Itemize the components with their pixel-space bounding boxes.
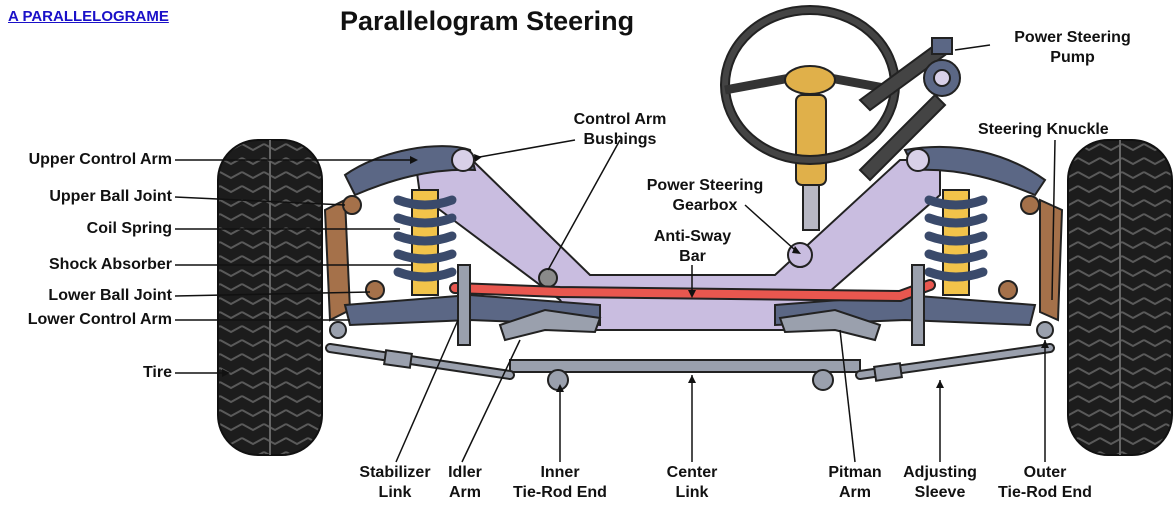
arrowheads <box>222 154 1049 392</box>
label-shock-absorber: Shock Absorber <box>49 256 172 273</box>
right-tie-rod <box>855 343 1055 382</box>
left-upper-ball-joint <box>342 195 362 215</box>
frame-bushing-left <box>538 268 558 288</box>
left-inner-tie-rod-end <box>547 369 569 391</box>
right-lower-ball-joint <box>998 280 1018 300</box>
left-upper-control-arm <box>343 145 477 197</box>
label-inner-tie-rod-end-line2: Tie-Rod End <box>513 484 607 501</box>
label-steering-knuckle: Steering Knuckle <box>978 121 1109 138</box>
label-idler-arm-line2: Arm <box>448 484 481 501</box>
left-outer-tie-rod-end <box>329 321 347 339</box>
left-stabilizer-link <box>457 264 471 346</box>
left-steering-knuckle <box>323 198 352 322</box>
label-center-link: Center Link <box>642 463 742 503</box>
label-pitman-arm-line2: Arm <box>838 484 871 501</box>
label-upper-ball-joint: Upper Ball Joint <box>49 188 172 205</box>
label-pitman-arm-line1: Pitman <box>828 464 882 481</box>
idler-arm <box>498 308 602 342</box>
label-control-arm-bushings-line2: Bushings <box>583 131 657 148</box>
right-outer-tie-rod-end <box>1036 321 1054 339</box>
label-outer-tie-rod-end: Outer Tie-Rod End <box>985 463 1105 503</box>
label-stabilizer-link-line1: Stabilizer <box>359 464 431 481</box>
label-power-steering-gearbox-line2: Gearbox <box>672 197 738 214</box>
label-power-steering-pump: Power Steering Pump <box>985 28 1160 68</box>
label-power-steering-pump-line1: Power Steering <box>1014 29 1131 46</box>
label-adjusting-sleeve: Adjusting Sleeve <box>885 463 995 503</box>
header-link[interactable]: A PARALLELOGRAME <box>8 8 169 25</box>
label-power-steering-gearbox: Power Steering Gearbox <box>625 176 785 216</box>
label-lower-control-arm: Lower Control Arm <box>27 311 172 328</box>
right-control-arm-bushing <box>906 148 930 172</box>
center-link <box>509 359 861 373</box>
label-pitman-arm: Pitman Arm <box>810 463 900 503</box>
label-lower-ball-joint: Lower Ball Joint <box>48 287 172 304</box>
label-anti-sway-bar: Anti-Sway Bar <box>635 227 750 267</box>
label-control-arm-bushings-line1: Control Arm <box>573 111 667 128</box>
power-steering-pump <box>858 37 961 182</box>
left-tie-rod <box>325 343 515 380</box>
right-steering-knuckle <box>1039 198 1064 322</box>
label-center-link-line1: Center <box>666 464 718 481</box>
right-upper-control-arm <box>903 145 1047 197</box>
right-tire <box>1067 139 1173 456</box>
leader-lines <box>174 44 1056 463</box>
label-control-arm-bushings: Control Arm Bushings <box>545 110 695 150</box>
left-control-arm-bushing <box>451 148 475 172</box>
label-anti-sway-bar-line1: Anti-Sway <box>653 228 732 245</box>
right-stabilizer-link <box>911 264 925 346</box>
label-idler-arm: Idler Arm <box>435 463 495 503</box>
label-upper-control-arm: Upper Control Arm <box>28 151 172 168</box>
right-coil-spring <box>924 195 988 282</box>
label-outer-tie-rod-end-line2: Tie-Rod End <box>998 484 1092 501</box>
left-coil-spring <box>393 195 457 282</box>
label-center-link-line2: Link <box>675 484 709 501</box>
left-tire <box>217 139 323 456</box>
label-power-steering-gearbox-line1: Power Steering <box>646 177 764 194</box>
right-inner-tie-rod-end <box>812 369 834 391</box>
pitman-arm <box>778 308 882 342</box>
label-adjusting-sleeve-line1: Adjusting <box>903 464 977 481</box>
label-coil-spring: Coil Spring <box>86 220 172 237</box>
label-adjusting-sleeve-line2: Sleeve <box>914 484 966 501</box>
label-stabilizer-link-line2: Link <box>378 484 412 501</box>
left-lower-ball-joint <box>365 280 385 300</box>
label-anti-sway-bar-line2: Bar <box>679 248 706 265</box>
label-idler-arm-line1: Idler <box>448 464 482 481</box>
label-stabilizer-link: Stabilizer Link <box>335 463 455 503</box>
label-inner-tie-rod-end: Inner Tie-Rod End <box>500 463 620 503</box>
right-upper-ball-joint <box>1020 195 1040 215</box>
label-power-steering-pump-line2: Pump <box>1050 49 1095 66</box>
label-tire: Tire <box>142 364 172 381</box>
page-title: Parallelogram Steering <box>340 6 635 36</box>
label-outer-tie-rod-end-line1: Outer <box>1023 464 1067 481</box>
label-inner-tie-rod-end-line1: Inner <box>540 464 580 481</box>
